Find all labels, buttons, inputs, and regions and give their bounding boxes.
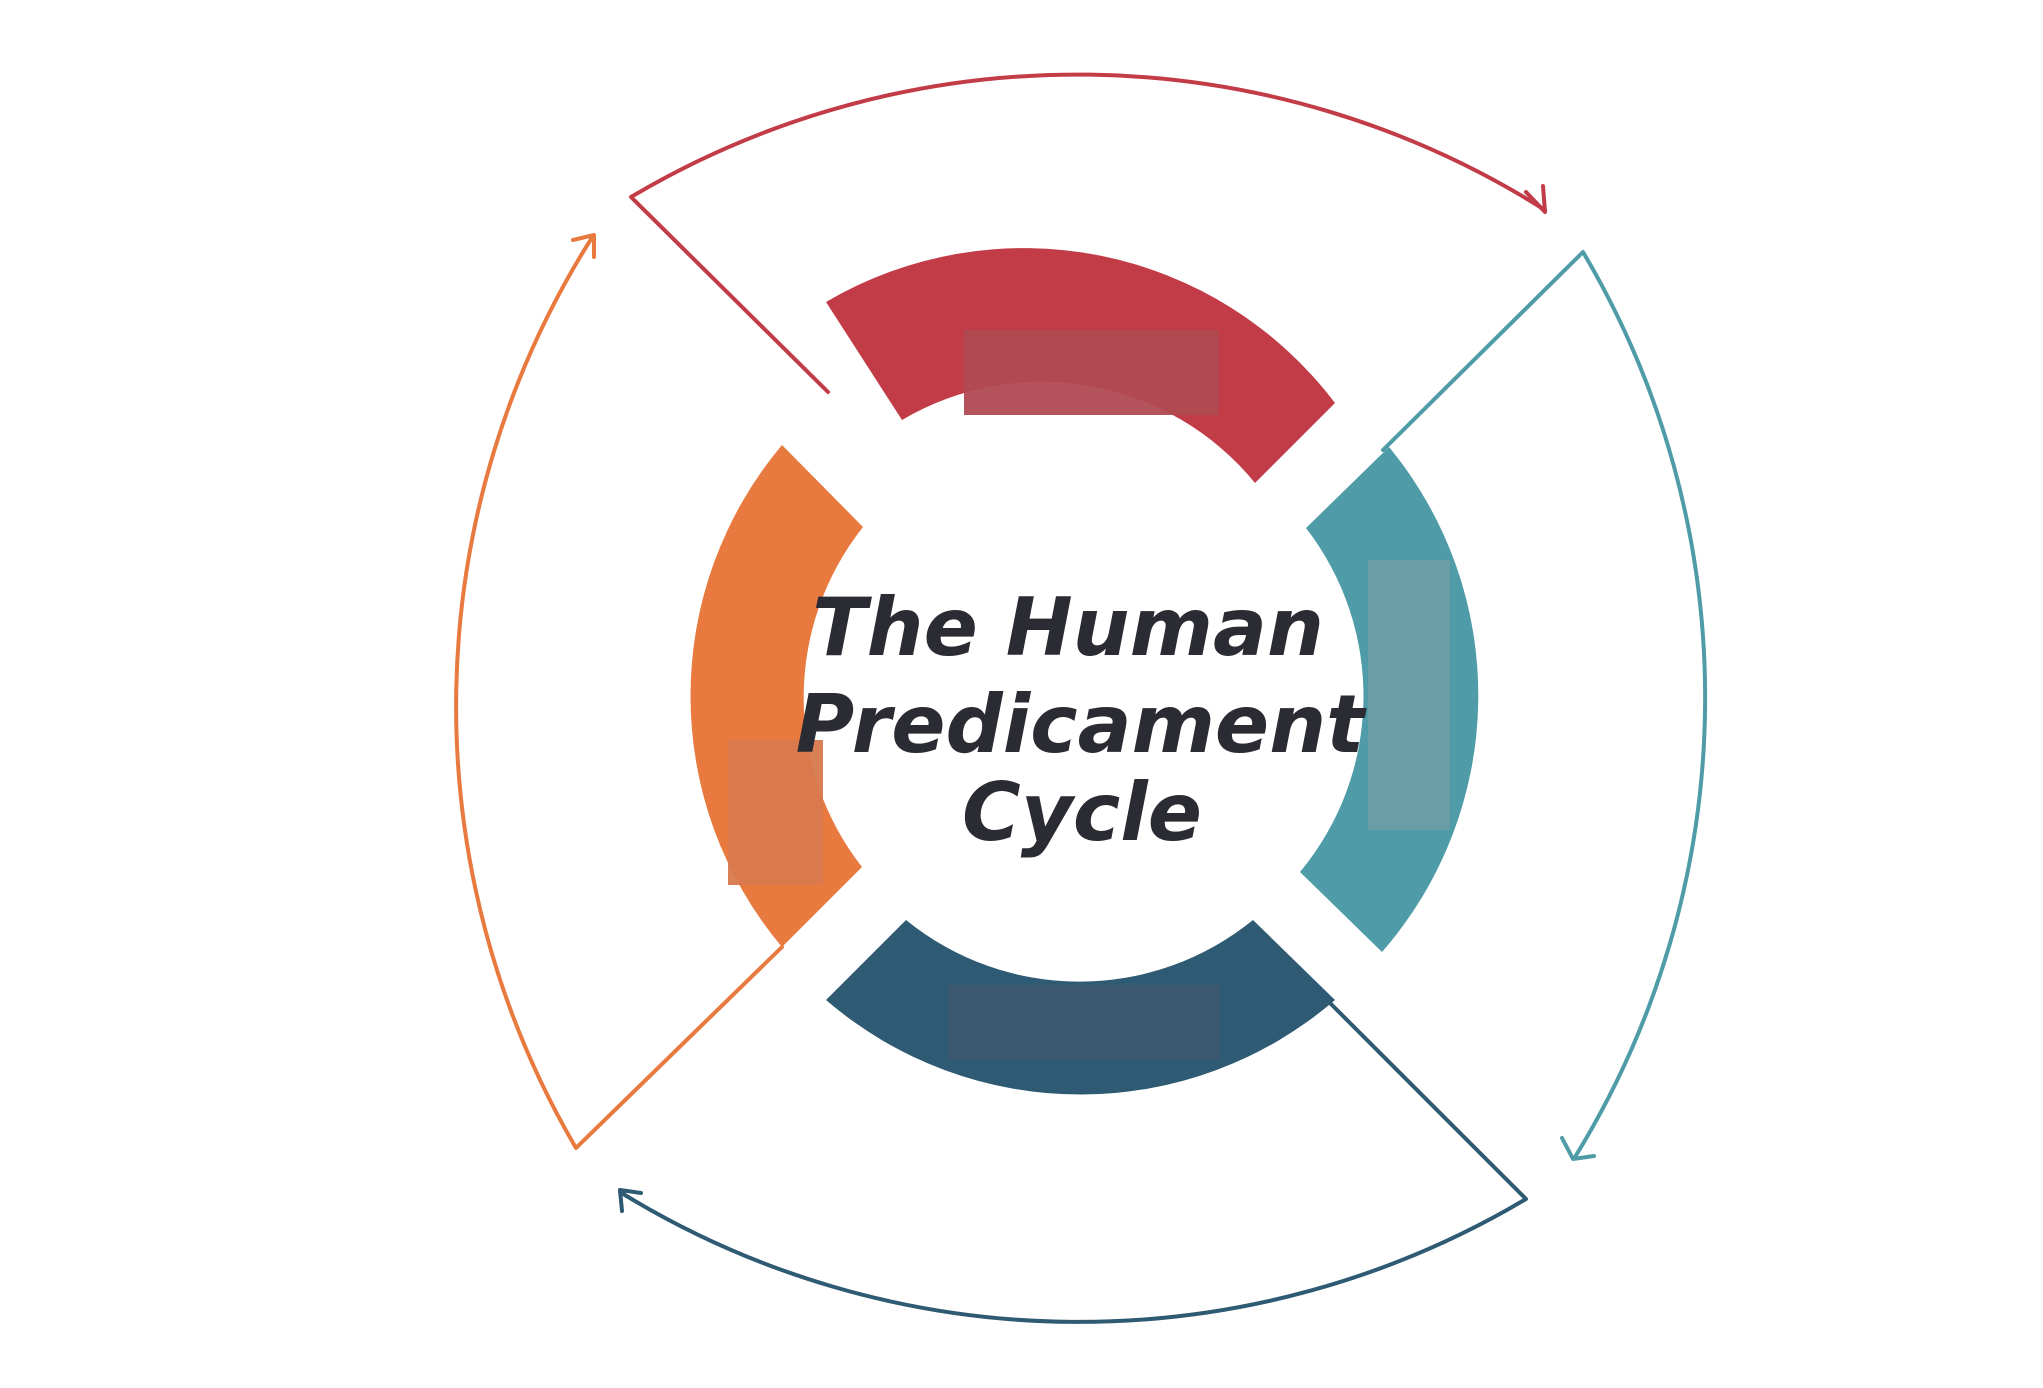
outer-cycle — [454, 72, 1708, 1324]
center-title: The Human Predicament Cycle — [796, 581, 1368, 859]
title-line-2: Predicament — [796, 678, 1368, 771]
arrowhead-teal — [1560, 1136, 1596, 1161]
outer-arc-navy — [618, 1001, 1528, 1324]
segment-left-label-box — [728, 740, 823, 885]
arrowhead-navy — [618, 1188, 643, 1213]
inner-ring — [690, 248, 1479, 1095]
segment-bottom-label-box — [948, 985, 1220, 1060]
segment-right-label-box — [1368, 560, 1450, 830]
title-line-1: The Human — [812, 581, 1324, 674]
segment-top-label-box — [964, 330, 1219, 415]
arrowhead-orange — [571, 233, 596, 259]
outer-arc-teal — [1381, 250, 1708, 1159]
arrowhead-red — [1524, 184, 1547, 214]
outer-arc-red — [629, 72, 1547, 394]
outer-arc-orange — [454, 234, 784, 1150]
title-line-3: Cycle — [962, 766, 1202, 859]
